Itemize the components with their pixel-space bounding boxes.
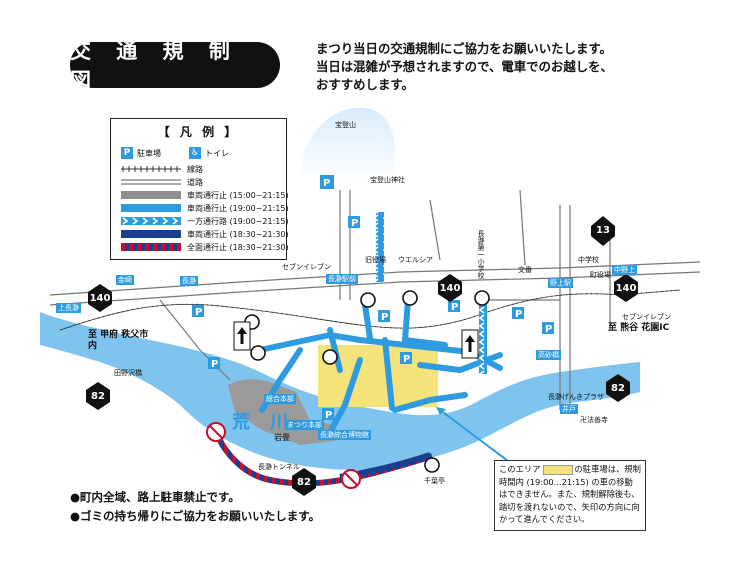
map-label: 宝登山神社 bbox=[370, 176, 405, 184]
map-label: 上長瀞 bbox=[56, 303, 81, 313]
legend-label: 車両通行止 (19:00~21:15) bbox=[187, 203, 289, 213]
legend-row: 一方通行路 (19:00~21:15) bbox=[121, 215, 289, 227]
map-label: 長瀞第一小学校 bbox=[477, 230, 485, 279]
map-label: 千葉亭 bbox=[424, 477, 445, 485]
legend-row: 線路 bbox=[121, 163, 203, 175]
map-label: 井戸 bbox=[560, 404, 578, 414]
intro-line: 当日は混雑が予想されますので、電車でのお越しを、 bbox=[316, 59, 613, 74]
legend-row: 車両通行止 (15:00~21:15) bbox=[121, 189, 289, 201]
river bbox=[40, 312, 640, 470]
route-140-shield bbox=[438, 274, 462, 302]
mountain-shape bbox=[300, 107, 395, 182]
yellow-swatch bbox=[542, 464, 573, 475]
map-label: 長瀞綜合博物館 bbox=[318, 430, 371, 440]
map-label: セブンイレブン bbox=[622, 313, 671, 321]
no-parking-sign bbox=[341, 469, 361, 489]
map-label: 宝登山 bbox=[335, 121, 356, 129]
legend-label: 一方通行路 (19:00~21:15) bbox=[187, 216, 289, 226]
map-label: 旧役場 bbox=[365, 256, 386, 264]
legend-title: 【 凡 例 】 bbox=[157, 125, 240, 139]
one-way-road bbox=[479, 299, 487, 374]
map-label: 高砂橋 bbox=[536, 350, 561, 360]
map-label: 長瀞駅前 bbox=[326, 274, 358, 284]
parking-icon: P bbox=[121, 147, 133, 159]
svg-text:P: P bbox=[403, 354, 410, 365]
route-13-shield bbox=[591, 216, 615, 246]
svg-text:P: P bbox=[545, 324, 552, 335]
river-label: 荒川 bbox=[232, 412, 308, 433]
map-label: まつり本部 bbox=[285, 420, 324, 430]
footnote: ●ゴミの持ち帰りにご協力をお願いいたします。 bbox=[70, 509, 321, 523]
map-label: 町役場 bbox=[590, 271, 611, 279]
legend-row: 道路 bbox=[121, 176, 203, 188]
toilet-icon: ♿ bbox=[189, 147, 201, 159]
one-way-road bbox=[376, 212, 384, 282]
legend-label: 車両通行止 (15:00~21:15) bbox=[187, 190, 289, 200]
legend-row: 全面通行止 (18:30~21:30) bbox=[121, 241, 289, 253]
legend-label: 駐車場 bbox=[137, 148, 161, 158]
route-number: 13 bbox=[596, 225, 610, 236]
route-number: 140 bbox=[439, 283, 461, 294]
footnote: ●町内全域、路上駐車禁止です。 bbox=[70, 490, 240, 504]
note-text: の駐車場は、規制時間内 (19:00...21:15) の車の移動はできません。… bbox=[499, 464, 641, 525]
route-number: 82 bbox=[91, 391, 105, 402]
route-82-shield bbox=[86, 382, 110, 410]
route-82-shield bbox=[292, 468, 316, 496]
svg-text:P: P bbox=[195, 307, 202, 318]
svg-text:P: P bbox=[211, 359, 218, 370]
map-label: 至 熊谷 花園IC bbox=[608, 323, 670, 333]
map-label: 田野沢橋 bbox=[114, 369, 142, 377]
svg-text:P: P bbox=[323, 178, 330, 189]
route-number: 82 bbox=[297, 477, 311, 488]
map-label: 卍法善寺 bbox=[580, 416, 608, 424]
intro-text: まつり当日の交通規制にご協力をお願いいたします。 当日は混雑が予想されますので、… bbox=[316, 40, 726, 94]
svg-text:P: P bbox=[325, 410, 332, 421]
page-title: 交 通 規 制 図 bbox=[70, 39, 280, 93]
map-label: 金崎 bbox=[116, 275, 134, 285]
legend-row: 車両通行止 (18:30~21:30) bbox=[121, 228, 289, 240]
map-label: 岩畳 bbox=[274, 433, 290, 442]
route-140-shield bbox=[88, 284, 112, 312]
parking-note: このエリアの駐車場は、規制時間内 (19:00...21:15) の車の移動はで… bbox=[494, 460, 646, 531]
legend-label: 道路 bbox=[187, 177, 203, 187]
legend: 【 凡 例 】 P 駐車場 ♿ トイレ 線路 道路 車両通行止 (15:00~2… bbox=[110, 118, 289, 260]
legend-label: 車両通行止 (18:30~21:30) bbox=[187, 229, 289, 239]
route-number: 140 bbox=[89, 293, 111, 304]
svg-text:P: P bbox=[351, 218, 358, 229]
legend-label: 全面通行止 (18:30~21:30) bbox=[187, 242, 289, 252]
note-prefix: このエリア bbox=[499, 464, 541, 474]
map-label: ウエルシア bbox=[398, 256, 433, 264]
map-label: 長瀞トンネル bbox=[258, 463, 300, 471]
legend-label: トイレ bbox=[205, 148, 229, 158]
route-number: 140 bbox=[615, 283, 637, 294]
intro-line: おすすめします。 bbox=[316, 77, 414, 92]
route-140-shield bbox=[614, 274, 638, 302]
route-number: 82 bbox=[611, 383, 625, 394]
map-label: 長瀞げんきプラザ bbox=[548, 393, 604, 401]
map-label: 中野上 bbox=[612, 265, 637, 275]
map-label: 野上駅 bbox=[548, 278, 573, 288]
map-label: 総合本部 bbox=[264, 394, 296, 404]
map-label: 至 甲府 秩父市内 bbox=[88, 330, 149, 351]
legend-row: P 駐車場 ♿ トイレ bbox=[121, 147, 229, 159]
map-label: セブンイレブン bbox=[282, 263, 331, 271]
map-label: 長瀞 bbox=[180, 276, 198, 286]
intro-line: まつり当日の交通規制にご協力をお願いいたします。 bbox=[316, 41, 612, 56]
svg-text:P: P bbox=[381, 312, 388, 323]
svg-text:P: P bbox=[451, 302, 458, 313]
legend-row: 車両通行止 (19:00~21:15) bbox=[121, 202, 289, 214]
no-parking-sign bbox=[206, 422, 226, 442]
route-82-shield bbox=[606, 374, 630, 402]
map-label: 中学校 bbox=[578, 256, 599, 264]
footnotes: ●町内全域、路上駐車禁止です。 ●ゴミの持ち帰りにご協力をお願いいたします。 bbox=[70, 488, 320, 526]
svg-text:P: P bbox=[515, 309, 522, 320]
legend-label: 線路 bbox=[187, 164, 203, 174]
map-label: 交番 bbox=[518, 266, 532, 274]
